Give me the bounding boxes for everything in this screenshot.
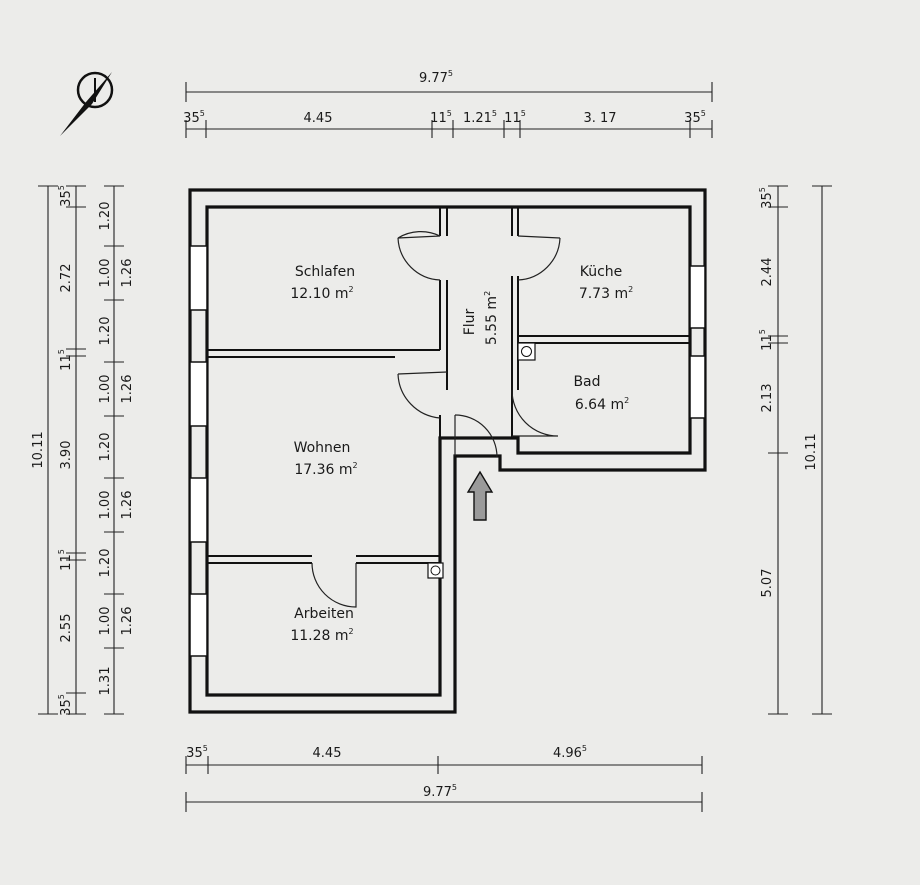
left-dimension-lines bbox=[38, 185, 124, 715]
left-segment-dimension: 355 bbox=[57, 694, 74, 716]
entrance-arrow-icon bbox=[466, 470, 494, 521]
right-segment-dimension: 355 bbox=[758, 187, 775, 209]
left-inner-dimension: 1.20 bbox=[98, 549, 113, 578]
top-segment-dimension: 115 bbox=[430, 109, 452, 126]
top-segment-dimension: 3. 17 bbox=[583, 111, 616, 126]
top-segment-dimension: 115 bbox=[504, 109, 526, 126]
left-segment-dimension: 2.55 bbox=[59, 614, 74, 643]
left-inner-dimension: 1.20 bbox=[98, 202, 113, 231]
left-segment-dimension: 3.90 bbox=[59, 441, 74, 470]
right-segment-dimension: 115 bbox=[758, 329, 775, 351]
left-opening-dimension: 1.26 bbox=[120, 259, 135, 288]
room-arbeiten: Arbeiten 11.28 m2 bbox=[290, 606, 353, 644]
right-dimension-lines bbox=[768, 185, 832, 715]
left-opening-dimension: 1.26 bbox=[120, 375, 135, 404]
right-segment-dimension: 2.44 bbox=[760, 258, 775, 287]
room-name: Arbeiten bbox=[294, 606, 354, 622]
top-overall-dimension: 9.775 bbox=[419, 69, 453, 86]
right-segment-dimension: 2.13 bbox=[760, 384, 775, 413]
bottom-overall-dimension: 9.775 bbox=[423, 783, 457, 800]
bottom-segment-dimension: 4.965 bbox=[553, 744, 587, 761]
room-area: 5.55 m2 bbox=[483, 291, 500, 345]
left-inner-dimension: 1.31 bbox=[98, 667, 113, 696]
left-segment-dimension: 115 bbox=[57, 549, 74, 571]
left-segment-dimension: 355 bbox=[57, 185, 74, 207]
room-area: 7.73 m2 bbox=[579, 285, 633, 302]
top-segment-dimension: 355 bbox=[684, 109, 706, 126]
left-inner-dimension: 1.00 bbox=[98, 491, 113, 520]
room-area: 6.64 m2 bbox=[575, 396, 629, 413]
bottom-dimension-lines bbox=[185, 756, 703, 812]
room-area: 12.10 m2 bbox=[290, 285, 353, 302]
room-bad: Bad 6.64 m2 bbox=[573, 374, 629, 413]
interior-walls bbox=[207, 207, 690, 564]
exterior-walls bbox=[188, 188, 707, 714]
room-name: Küche bbox=[580, 264, 623, 280]
windows bbox=[189, 245, 706, 657]
room-name: Wohnen bbox=[294, 440, 351, 456]
top-segment-dimension: 355 bbox=[183, 109, 205, 126]
room-area: 17.36 m2 bbox=[294, 461, 357, 478]
room-name: Bad bbox=[573, 374, 600, 390]
room-name: Schlafen bbox=[295, 264, 355, 280]
room-wohnen: Wohnen 17.36 m2 bbox=[294, 440, 358, 478]
left-opening-dimension: 1.26 bbox=[120, 607, 135, 636]
bottom-segment-dimension: 4.45 bbox=[313, 746, 342, 761]
right-overall-dimension: 10.11 bbox=[804, 433, 819, 470]
left-segment-dimension: 115 bbox=[57, 349, 74, 371]
left-inner-dimension: 1.00 bbox=[98, 375, 113, 404]
fixture-markers bbox=[427, 342, 536, 579]
left-inner-dimension: 1.20 bbox=[98, 317, 113, 346]
room-name: Flur bbox=[462, 308, 478, 335]
room-schlafen: Schlafen 12.10 m2 bbox=[290, 264, 355, 302]
left-overall-dimension: 10.11 bbox=[31, 431, 46, 468]
bottom-segment-dimension: 355 bbox=[186, 744, 208, 761]
top-segment-dimension: 4.45 bbox=[304, 111, 333, 126]
left-inner-dimension: 1.20 bbox=[98, 433, 113, 462]
right-segment-dimension: 5.07 bbox=[760, 569, 775, 598]
room-area: 11.28 m2 bbox=[290, 627, 353, 644]
left-inner-dimension: 1.00 bbox=[98, 607, 113, 636]
left-inner-dimension: 1.00 bbox=[98, 259, 113, 288]
left-opening-dimension: 1.26 bbox=[120, 491, 135, 520]
north-arrow-icon bbox=[60, 71, 114, 136]
top-dimension-lines bbox=[185, 82, 713, 138]
left-segment-dimension: 2.72 bbox=[59, 264, 74, 293]
doors bbox=[311, 231, 561, 608]
top-segment-dimension: 1.215 bbox=[463, 109, 497, 126]
room-flur: Flur 5.55 m2 bbox=[462, 291, 500, 345]
room-kueche: Küche 7.73 m2 bbox=[579, 264, 633, 302]
